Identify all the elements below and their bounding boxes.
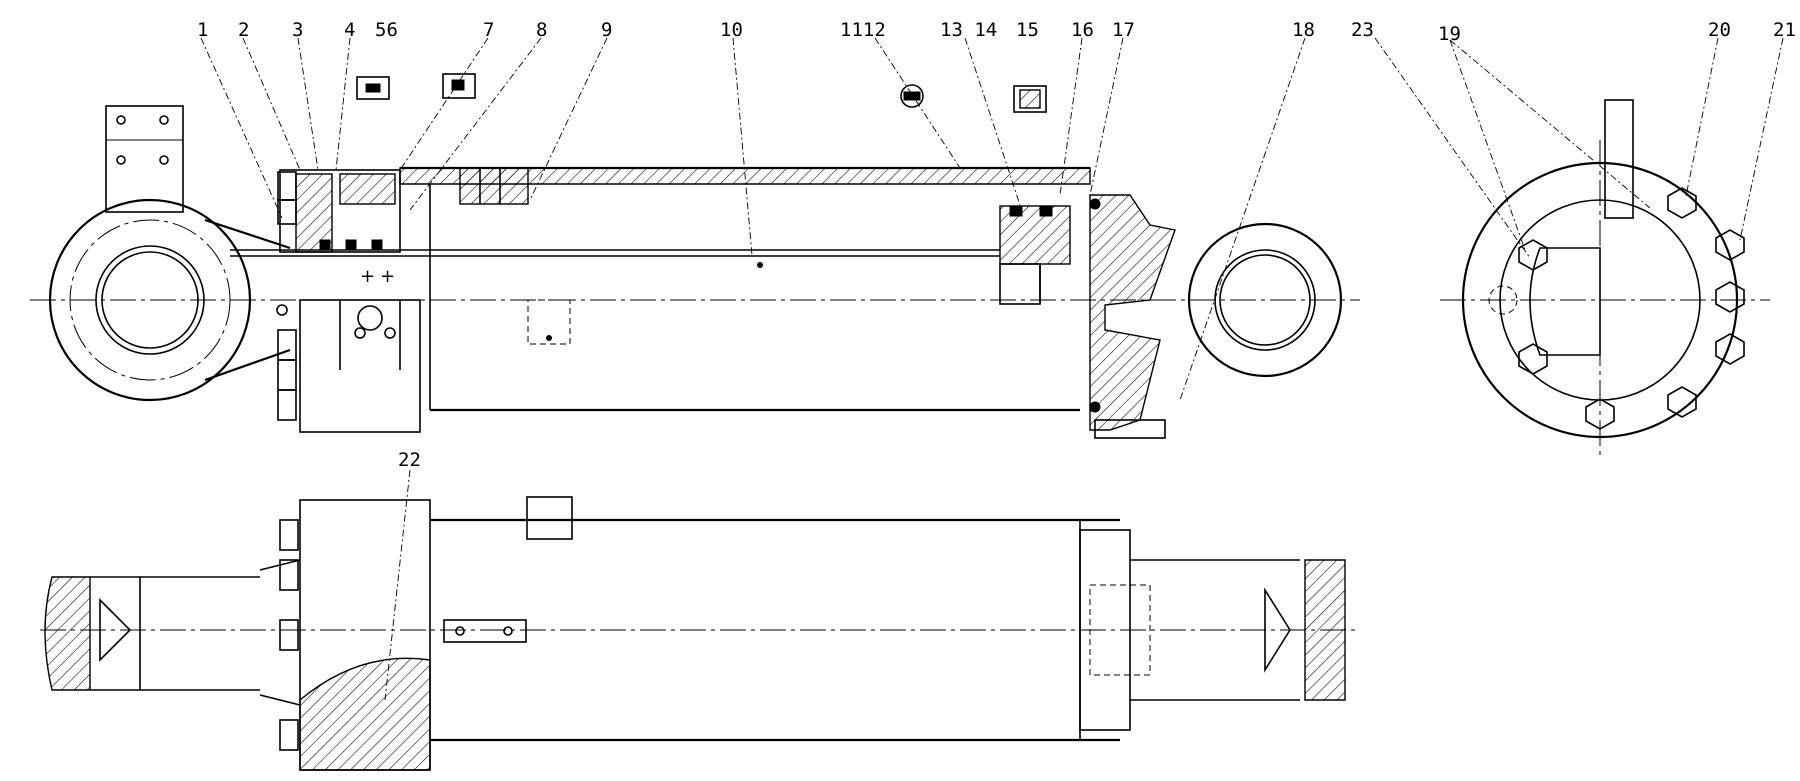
callout-17: 17 <box>1112 19 1135 41</box>
callout-7: 7 <box>483 19 494 41</box>
callout-23: 23 <box>1351 19 1374 41</box>
callout-1: 1 <box>197 19 208 41</box>
piston <box>999 205 1071 305</box>
callout-8: 8 <box>536 19 547 41</box>
callout-2: 2 <box>238 19 249 41</box>
callout-19: 19 <box>1438 23 1461 45</box>
svg-text:+: + <box>380 266 395 287</box>
callout-9: 9 <box>601 19 612 41</box>
callout-13-14: 13 14 <box>940 19 997 41</box>
callout-20: 20 <box>1708 19 1731 41</box>
top-sectional-view: + + <box>30 73 1360 439</box>
callout-22: 22 <box>398 449 421 471</box>
callout-10: 10 <box>720 19 743 41</box>
end-view <box>1440 99 1770 455</box>
gland-head <box>276 169 421 433</box>
bottom-view <box>40 496 1360 771</box>
callout-21: 21 <box>1773 19 1796 41</box>
rod-end-bracket <box>105 105 184 213</box>
callout-15: 15 <box>1016 19 1039 41</box>
svg-text:+: + <box>360 266 375 287</box>
port-symbol <box>527 299 571 345</box>
callout-leaders <box>200 37 1784 701</box>
callout-11-12: 1112 <box>840 19 886 41</box>
seal-details <box>356 73 1047 113</box>
callout-5-6: 56 <box>375 19 398 41</box>
callout-4: 4 <box>344 19 355 41</box>
callout-18: 18 <box>1292 19 1315 41</box>
bolt-heads <box>1488 187 1745 430</box>
callout-3: 3 <box>292 19 303 41</box>
callout-labels: 1 2 3 4 56 7 8 9 10 1112 13 14 15 16 17 … <box>197 19 1796 471</box>
cap-end <box>1089 194 1176 439</box>
piston-rod: + + <box>230 249 1000 287</box>
cylinder-barrel <box>399 166 1091 412</box>
callout-16: 16 <box>1071 19 1094 41</box>
